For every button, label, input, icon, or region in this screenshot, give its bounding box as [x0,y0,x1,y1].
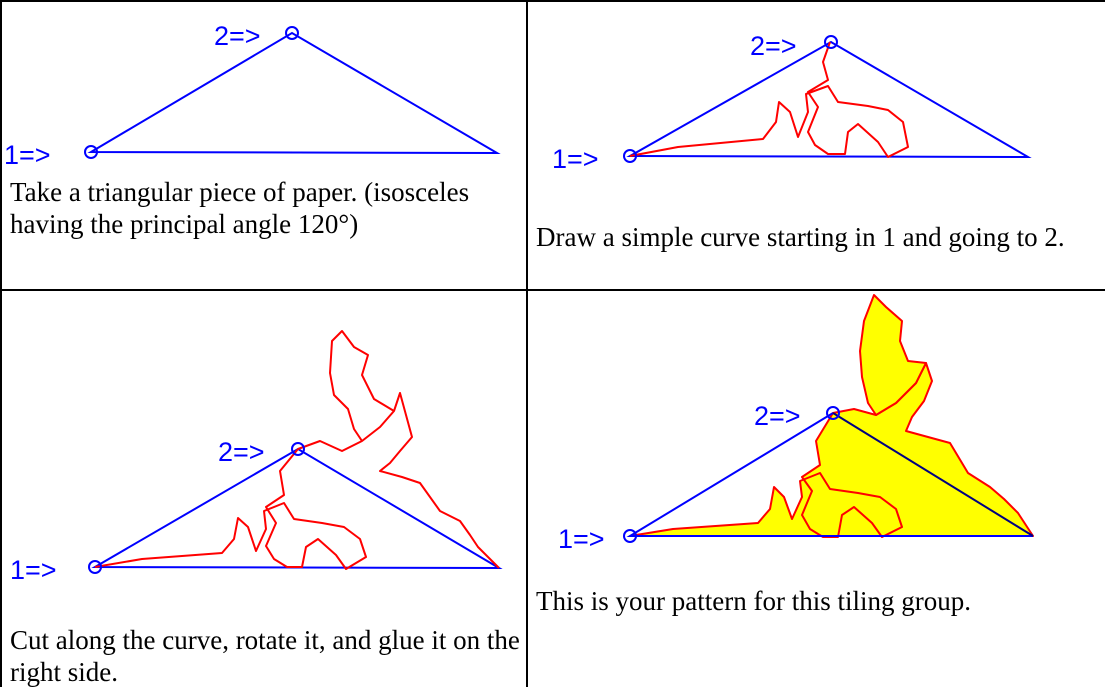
point-2-marker [291,442,305,456]
tile-pattern [629,362,1034,538]
point-1-label: 1=> [552,144,599,174]
grid-border-top [0,0,1105,2]
point-1-marker [623,529,637,543]
point-1-marker [623,149,637,163]
point-1-marker [88,560,102,574]
panel-3-caption: Cut along the curve, rotate it, and glue… [10,625,520,687]
panel-4-diagram: 1=> 2=> [558,294,1034,554]
panel-3-diagram: 1=> 2=> [10,330,503,585]
point-1-marker [84,145,98,159]
tile-pattern-top [859,294,927,416]
panel-4: 1=> 2=> This is your pattern for this ti… [528,291,1105,687]
point-1-label: 1=> [10,555,57,585]
point-2-label: 2=> [214,21,261,51]
point-2-marker [285,26,299,40]
point-2-marker [826,406,840,420]
grid-border-left [0,0,2,687]
triangle-edges [626,412,1033,537]
panel-3: 1=> 2=> Cut along the curve, rotate it, … [2,291,526,687]
grid-divider-horizontal [0,289,1105,291]
panel-2-diagram: 1=> 2=> [552,31,1032,174]
panel-4-caption: This is your pattern for this tiling gro… [536,586,971,616]
drawn-curve [629,41,909,158]
point-2-label: 2=> [754,401,801,431]
panel-1-caption: Take a triangular piece of paper. (isosc… [10,177,470,239]
panel-2-caption: Draw a simple curve starting in 1 and go… [536,222,1065,252]
panel-1-diagram: 1=> 2=> [4,21,501,170]
rotated-curve-loop [329,330,395,442]
point-2-marker [824,35,838,49]
triangle-diagonal [832,412,1034,537]
panel-2: 1=> 2=> Draw a simple curve starting in … [528,2,1105,289]
point-1-label: 1=> [4,140,51,170]
triangle [626,40,1032,159]
rotated-curve [297,392,500,569]
point-1-label: 1=> [558,524,605,554]
triangle [87,31,501,155]
point-2-label: 2=> [750,31,797,61]
panel-1: 1=> 2=> Take a triangular piece of paper… [2,2,526,289]
original-curve [94,448,367,570]
grid-divider-vertical [526,0,528,687]
point-2-label: 2=> [218,437,265,467]
